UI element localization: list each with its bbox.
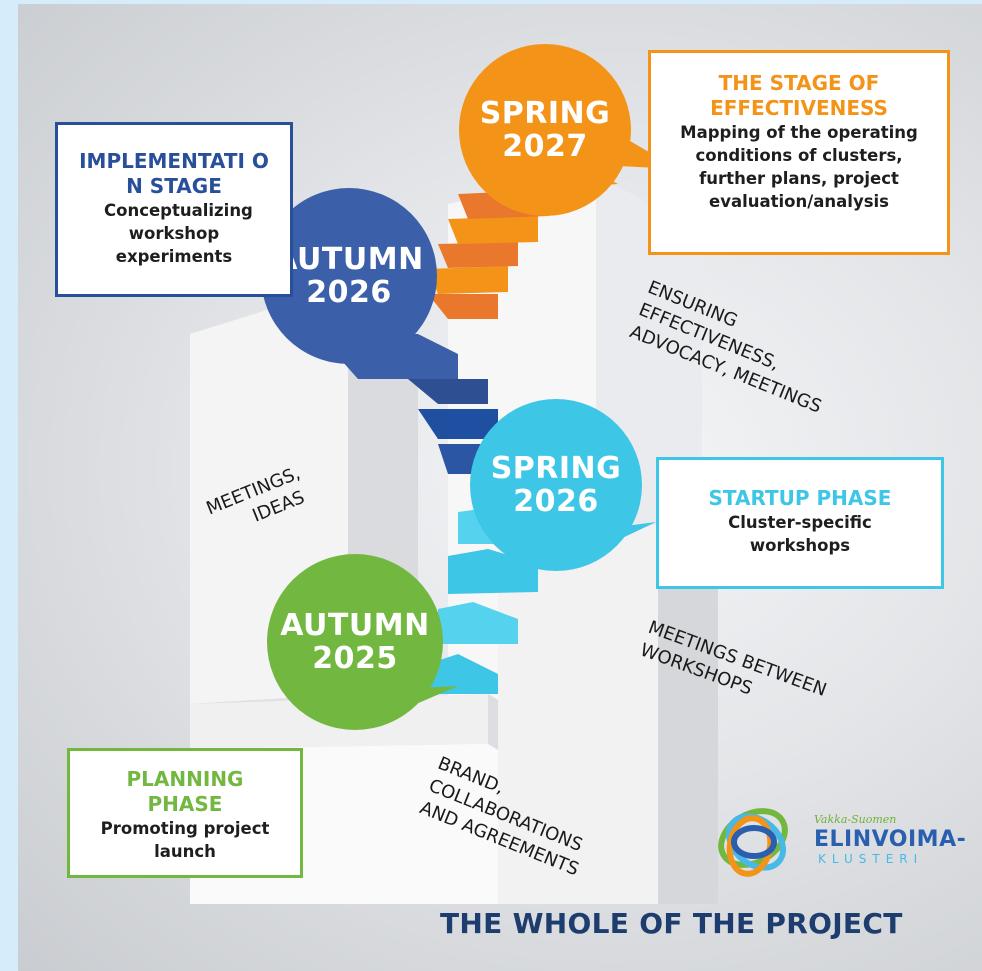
circle-spring-2026: SPRING 2026	[470, 399, 642, 571]
diagram-panel: AUTUMN 2025 SPRING 2026 AUTUMN 2026 SPRI…	[18, 4, 982, 971]
circle-year: 2026	[306, 275, 392, 310]
phase-box-implementation: IMPLEMENTATI ON STAGE Conceptualizing wo…	[55, 122, 293, 297]
circle-year: 2026	[513, 484, 599, 519]
circle-season: SPRING	[479, 96, 611, 131]
phase-box-body: Mapping of the operating conditions of c…	[680, 123, 918, 211]
phase-box-body: Cluster-specific workshops	[728, 513, 872, 555]
circle-season: AUTUMN	[280, 608, 430, 643]
phase-box-title: PLANNING PHASE	[126, 767, 244, 816]
circle-autumn-2025: AUTUMN 2025	[267, 554, 443, 730]
phase-box-title: IMPLEMENTATI ON STAGE	[79, 149, 269, 198]
circle-season: AUTUMN	[274, 242, 424, 277]
phase-box-effectiveness: THE STAGE OF EFFECTIVENESS Mapping of th…	[648, 50, 950, 255]
phase-box-title: THE STAGE OF EFFECTIVENESS	[710, 71, 888, 120]
logo-main-text: ELINVOIMA-	[814, 827, 967, 852]
logo-top-text: Vakka-Suomen	[814, 813, 897, 826]
circle-spring-2027: SPRING 2027	[459, 44, 631, 216]
logo-rings-icon	[718, 808, 788, 877]
phase-box-startup: STARTUP PHASE Cluster-specific workshops	[656, 457, 944, 589]
footer-title: THE WHOLE OF THE PROJECT	[440, 907, 903, 940]
logo-sub-text: KLUSTERI	[818, 852, 924, 866]
phase-box-planning: PLANNING PHASE Promoting project launch	[67, 748, 303, 878]
phase-box-body: Conceptualizing workshop experiments	[104, 201, 253, 266]
circle-year: 2025	[312, 641, 398, 676]
phase-box-title: STARTUP PHASE	[708, 486, 892, 510]
phase-box-body: Promoting project launch	[100, 819, 270, 861]
circle-year: 2027	[502, 129, 588, 164]
circle-season: SPRING	[490, 451, 622, 486]
